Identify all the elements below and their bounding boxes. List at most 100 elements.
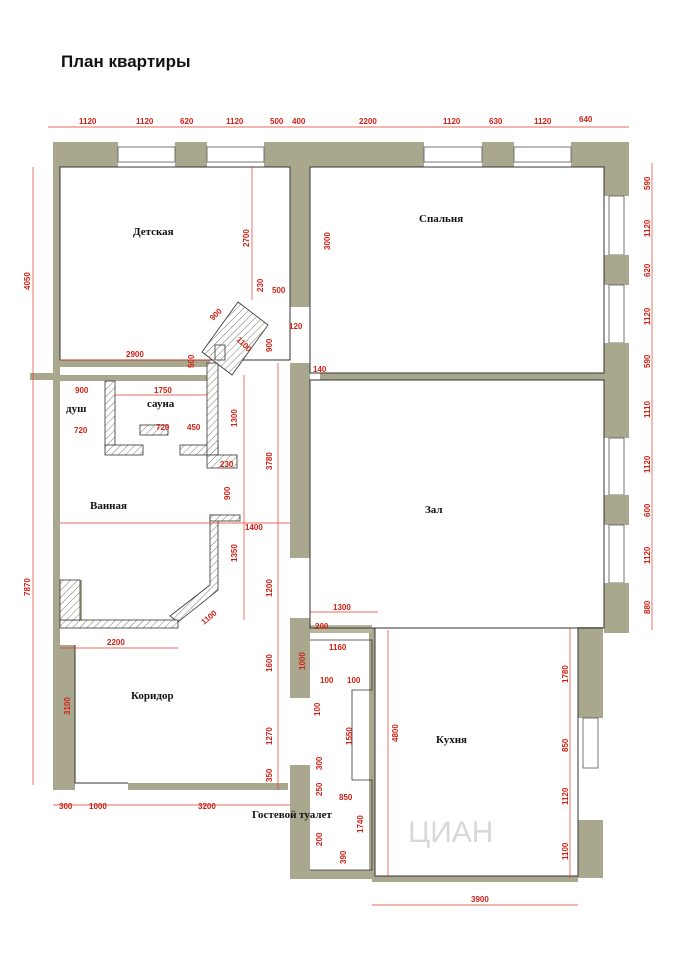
- wall-right-1: [604, 142, 629, 196]
- dim-1160: 1160: [329, 643, 347, 652]
- dim-bottom-4: 3900: [471, 895, 489, 904]
- dim-right-9: 1120: [643, 546, 652, 564]
- dim-right-3: 620: [643, 263, 652, 277]
- window-right-2: [608, 284, 625, 344]
- dim-1000: 1000: [298, 652, 307, 670]
- dim-500-closet: 500: [187, 354, 196, 368]
- dim-140: 140: [313, 365, 327, 374]
- dim-2700: 2700: [242, 229, 251, 247]
- dim-2200: 2200: [107, 638, 125, 647]
- dim-left-1: 4050: [23, 272, 32, 290]
- dim-1300-guest: 1300: [333, 603, 351, 612]
- wall-top-middle: [264, 142, 424, 167]
- dim-2900: 2900: [126, 350, 144, 359]
- dim-100-c: 100: [313, 702, 322, 716]
- window-top-3: [423, 146, 483, 163]
- sauna-walls: [59, 301, 269, 629]
- dim-left-2: 7870: [23, 578, 32, 596]
- room-zal: Зал: [425, 504, 443, 516]
- dim-bottom-3: 3200: [198, 802, 216, 811]
- dim-300: 300: [315, 756, 324, 770]
- dim-right-14: 1100: [561, 842, 570, 860]
- window-right-3: [608, 437, 625, 496]
- dim-top-5: 500: [270, 117, 284, 126]
- dim-1400: 1400: [245, 523, 263, 532]
- wall-right-5: [604, 583, 629, 633]
- room-koridor: Коридор: [131, 690, 174, 702]
- dim-4800: 4800: [391, 724, 400, 742]
- wall-right-3: [604, 343, 629, 438]
- wall-right-6: [578, 627, 603, 718]
- room-gostevoy: Гостевой туалет: [252, 809, 332, 821]
- wall-right-2: [604, 255, 629, 285]
- window-right-1: [608, 195, 625, 256]
- dim-top-8: 1120: [443, 117, 461, 126]
- dim-1200: 1200: [265, 579, 274, 597]
- dim-top-9: 630: [489, 117, 503, 126]
- dim-390: 390: [339, 850, 348, 864]
- room-detskaya: Детская: [133, 226, 174, 238]
- wall-top-pier-1: [175, 142, 207, 167]
- dim-450: 450: [187, 423, 201, 432]
- dim-720-a: 720: [74, 426, 88, 435]
- sauna-wall-left: [104, 380, 116, 450]
- dim-top-7: 2200: [359, 117, 377, 126]
- outline-hall: [309, 379, 605, 629]
- dim-3000: 3000: [323, 232, 332, 250]
- dim-right-11: 1780: [561, 665, 570, 683]
- dim-3780: 3780: [265, 452, 274, 470]
- dim-900-door: 900: [265, 338, 274, 352]
- watermark: ЦИАН: [408, 816, 493, 849]
- dim-top-3: 620: [180, 117, 194, 126]
- sauna-wall-stub-a: [139, 424, 169, 436]
- wall-hall-left: [290, 363, 310, 558]
- dim-top-6: 400: [292, 117, 306, 126]
- wall-top-pier-2: [482, 142, 514, 167]
- dim-1600: 1600: [265, 654, 274, 672]
- sauna-wall-right: [206, 362, 219, 456]
- dim-right-12: 850: [561, 738, 570, 752]
- room-sauna: сауна: [147, 398, 175, 410]
- room-labels: Детская Спальня душ сауна Ванная Зал Кор…: [66, 213, 467, 821]
- outline-corridor: [74, 645, 128, 784]
- dim-200-low: 200: [315, 832, 324, 846]
- dim-1750: 1750: [154, 386, 172, 395]
- room-vannaya: Ванная: [90, 500, 127, 512]
- dim-top-1: 1120: [79, 117, 97, 126]
- dim-top-4: 1120: [226, 117, 244, 126]
- outline-guest-closet: [310, 639, 373, 871]
- dimension-lines: [32, 126, 653, 906]
- dim-1550: 1550: [345, 727, 354, 745]
- dim-120: 120: [289, 322, 303, 331]
- dim-350: 350: [265, 768, 274, 782]
- bath-top-wall: [209, 514, 241, 522]
- dim-850: 850: [339, 793, 353, 802]
- dim-500-top: 500: [272, 286, 286, 295]
- dim-right-5: 590: [643, 354, 652, 368]
- wall-left: [53, 142, 60, 790]
- wall-kitchen-left: [369, 628, 375, 878]
- wall-right-4: [604, 495, 629, 525]
- walls: [30, 142, 629, 882]
- dim-1350: 1350: [230, 544, 239, 562]
- dim-900-dush: 900: [75, 386, 89, 395]
- wall-closet-top: [310, 625, 372, 633]
- closet-wall-b: [214, 344, 226, 361]
- dim-230-sauna: 230: [220, 460, 234, 469]
- sauna-wall-low: [206, 454, 238, 469]
- wall-bath-sep: [60, 375, 210, 381]
- dim-right-8: 600: [643, 503, 652, 517]
- dim-100-a: 100: [320, 676, 334, 685]
- dim-1270: 1270: [265, 727, 274, 745]
- dim-right-6: 1110: [643, 401, 652, 418]
- dim-top-11: 640: [579, 115, 593, 124]
- dim-900-bath: 900: [223, 486, 232, 500]
- dim-right-10: 880: [643, 600, 652, 614]
- dim-230-top: 230: [256, 278, 265, 292]
- window-right-4: [608, 524, 625, 584]
- wall-kitchen-bottom: [372, 876, 578, 882]
- bath-hatch-block: [59, 579, 81, 621]
- wall-left-lower: [53, 645, 75, 790]
- window-top-4: [513, 146, 572, 163]
- dim-right-13: 1120: [561, 787, 570, 805]
